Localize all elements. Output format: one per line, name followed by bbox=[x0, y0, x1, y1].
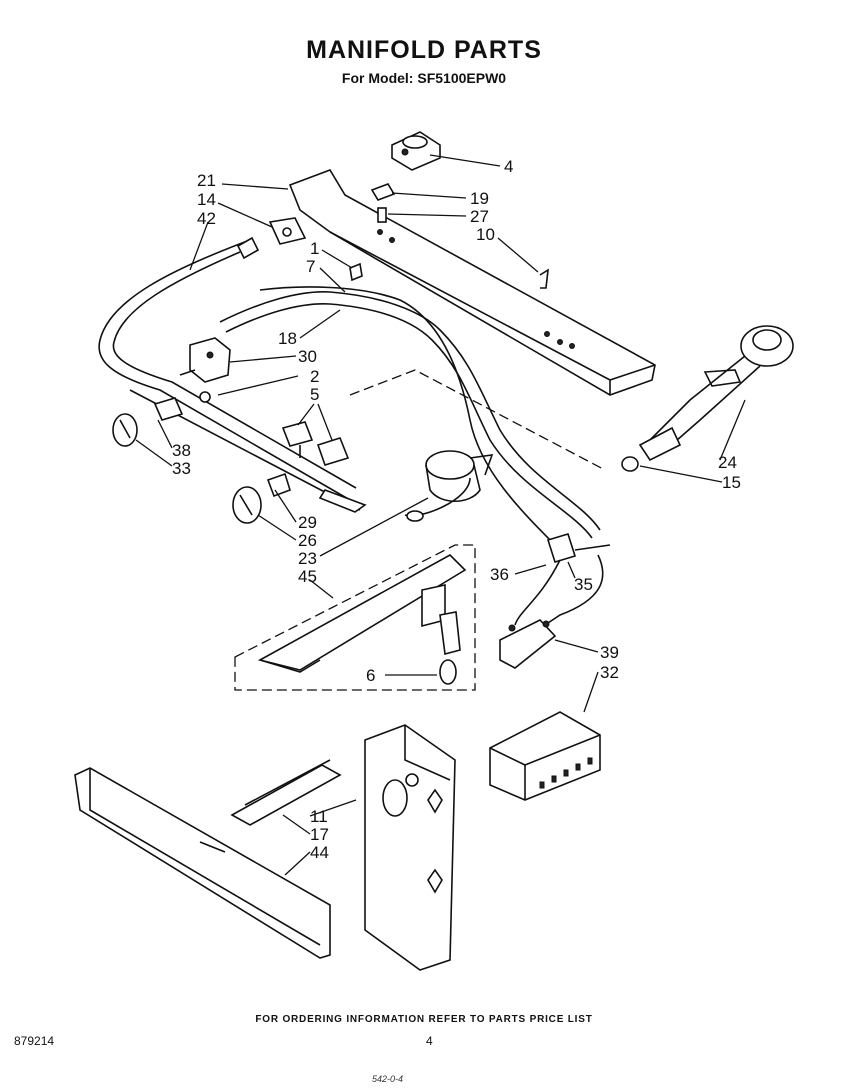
valve-5 bbox=[281, 421, 350, 466]
burner-24 bbox=[638, 325, 794, 462]
callout-4: 4 bbox=[504, 157, 513, 176]
callout-5: 5 bbox=[310, 385, 319, 404]
callout-35: 35 bbox=[574, 575, 593, 594]
callout-27: 27 bbox=[470, 207, 489, 226]
document-number: 879214 bbox=[14, 1034, 55, 1048]
knob-33 bbox=[112, 397, 184, 447]
callout-32: 32 bbox=[600, 663, 619, 682]
oven-burner-23 bbox=[404, 450, 494, 522]
tube-7 bbox=[219, 290, 601, 539]
top-burner-4 bbox=[391, 131, 441, 171]
callout-7: 7 bbox=[306, 257, 315, 276]
callout-39: 39 bbox=[600, 643, 619, 662]
regulator-36 bbox=[514, 533, 611, 626]
callout-19: 19 bbox=[470, 189, 489, 208]
model-subtitle: For Model: SF5100EPW0 bbox=[341, 70, 507, 86]
callout-11: 11 bbox=[310, 807, 328, 826]
callout-38: 38 bbox=[172, 441, 191, 460]
callout-30: 30 bbox=[298, 347, 317, 366]
callout-33: 33 bbox=[172, 459, 191, 478]
orifice-15 bbox=[621, 456, 639, 472]
panel-44 bbox=[74, 767, 331, 959]
callout-44: 44 bbox=[310, 843, 329, 862]
knob-26 bbox=[232, 472, 291, 524]
handwritten-note: 542-0-4 bbox=[372, 1074, 404, 1084]
screw-27 bbox=[377, 207, 387, 223]
burner-box-45 bbox=[234, 544, 476, 691]
bracket-14 bbox=[268, 217, 307, 245]
callout-14: 14 bbox=[197, 190, 216, 209]
callout-6: 6 bbox=[366, 666, 375, 685]
callout-2: 2 bbox=[310, 367, 319, 386]
callout-labels: 21 14 42 4 19 27 10 1 7 18 30 2 5 38 33 … bbox=[172, 157, 741, 862]
manifold-pipe bbox=[98, 236, 357, 501]
ordering-note: FOR ORDERING INFORMATION REFER TO PARTS … bbox=[255, 1014, 593, 1025]
page-title: MANIFOLD PARTS bbox=[306, 36, 542, 64]
callout-26: 26 bbox=[298, 531, 317, 550]
clip-10 bbox=[539, 268, 549, 289]
dashed-guide-line bbox=[349, 369, 606, 471]
valve-30 bbox=[179, 337, 231, 403]
callout-24: 24 bbox=[718, 453, 737, 472]
callout-45: 45 bbox=[298, 567, 317, 586]
clip-1 bbox=[349, 262, 363, 282]
callout-18: 18 bbox=[278, 329, 297, 348]
callout-42: 42 bbox=[197, 209, 216, 228]
callout-29: 29 bbox=[298, 513, 317, 532]
orifice-hood-6 bbox=[439, 611, 461, 685]
callout-10: 10 bbox=[476, 225, 495, 244]
thermostat-39 bbox=[499, 619, 557, 669]
callout-36: 36 bbox=[490, 565, 509, 584]
manifold-bracket bbox=[288, 169, 656, 396]
bracket-11 bbox=[230, 759, 342, 826]
callout-15: 15 bbox=[722, 473, 741, 492]
cover-32 bbox=[489, 711, 601, 801]
heat-shield bbox=[364, 724, 456, 971]
callout-leaders bbox=[135, 154, 746, 876]
callout-17: 17 bbox=[310, 825, 329, 844]
clip-19 bbox=[370, 183, 396, 201]
lower-manifold-bar bbox=[129, 389, 367, 513]
tube-18 bbox=[259, 286, 561, 551]
callout-21: 21 bbox=[197, 171, 216, 190]
page-number: 4 bbox=[426, 1034, 433, 1048]
callout-1: 1 bbox=[310, 239, 319, 258]
callout-23: 23 bbox=[298, 549, 317, 568]
